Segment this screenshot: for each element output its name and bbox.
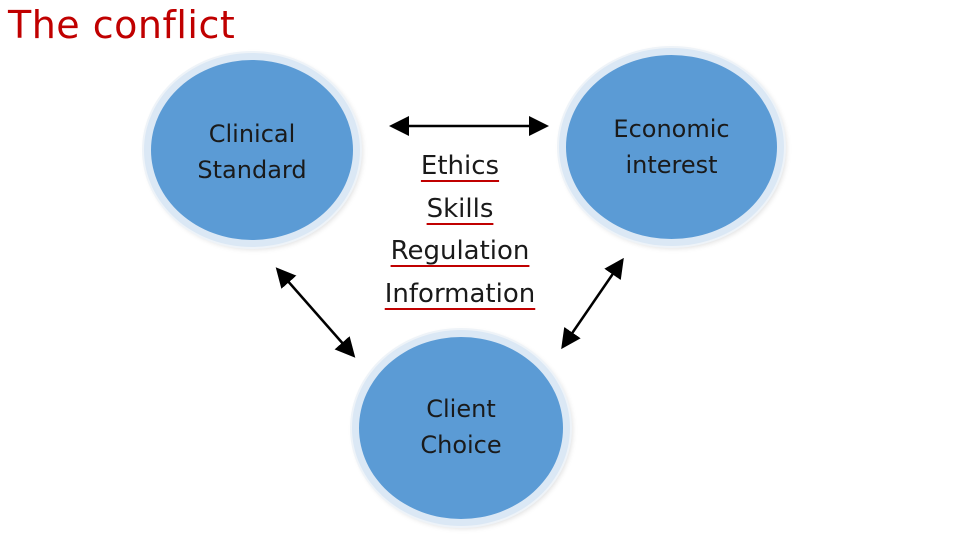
client-choice-line-1: Client — [426, 395, 496, 423]
clinical-standard-line-2: Standard — [197, 156, 307, 184]
slide-title: The conflict — [8, 3, 236, 47]
economic-interest-node: Economic interest — [559, 48, 784, 246]
factor-skills: Skills — [426, 193, 494, 224]
factor-regulation: Regulation — [390, 236, 530, 266]
economic-interest-line-1: Economic — [613, 115, 730, 143]
factor-information: Information — [384, 278, 536, 309]
economic-interest-line-2: interest — [625, 151, 718, 179]
client-choice-line-2: Choice — [420, 431, 502, 459]
arrow-clinical-client — [275, 267, 356, 358]
factors-list: Ethics Skills Regulation Information — [360, 145, 560, 315]
arrow-economic-client — [561, 257, 624, 350]
client-choice-node: Client Choice — [352, 330, 570, 526]
clinical-standard-node: Clinical Standard — [144, 53, 360, 247]
clinical-standard-line-1: Clinical — [208, 120, 296, 148]
factor-ethics: Ethics — [420, 151, 500, 181]
